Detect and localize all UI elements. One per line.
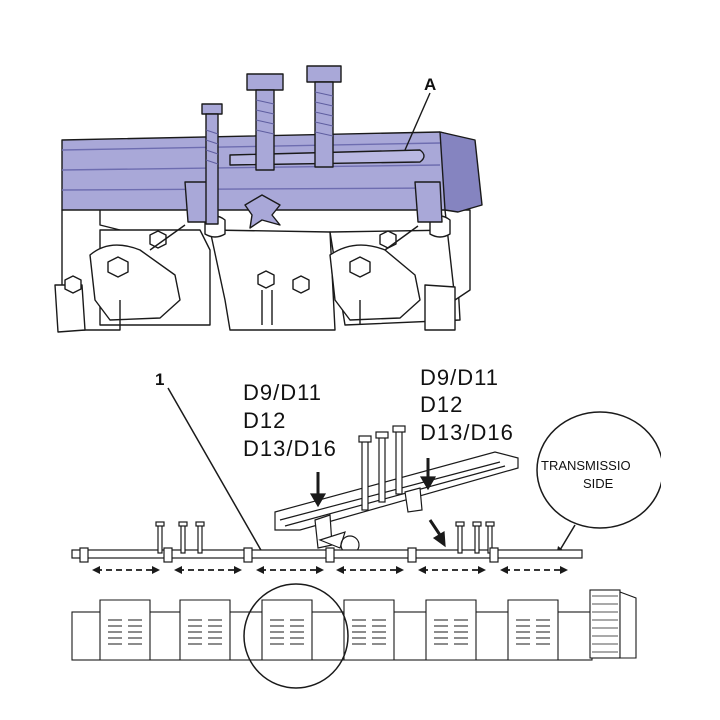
engine-label-right-2: D13/D16 <box>420 420 514 445</box>
engine-label-left-2: D13/D16 <box>243 436 337 461</box>
transmission-side-line-2: SIDE <box>583 476 614 491</box>
engine-label-right-1: D12 <box>420 392 463 417</box>
perspective-tool-detail <box>274 425 519 555</box>
rail-bolts <box>155 521 495 554</box>
tool-bolts <box>201 65 342 225</box>
cylinder-head-side-view <box>71 583 637 689</box>
springs <box>108 619 550 645</box>
engine-label-left-1: D12 <box>243 408 286 433</box>
engine-label-right-0: D9/D11 <box>420 365 499 390</box>
rail-assembly <box>71 521 583 574</box>
callout-1-leader <box>167 387 263 553</box>
rail-clamps <box>79 547 499 563</box>
cylinder-head <box>54 204 471 333</box>
top-detail-illustration <box>54 65 483 333</box>
highlight-circle <box>243 583 349 689</box>
engine-labels-right: D9/D11 D12 D13/D16 <box>420 365 514 445</box>
callout-a-leader <box>404 92 431 151</box>
engine-label-left-0: D9/D11 <box>243 380 322 405</box>
flywheel-housing <box>589 589 637 659</box>
transmission-side-bubble: TRANSMISSIO SIDE <box>536 405 720 556</box>
tool-a-bar <box>61 131 483 229</box>
engine-labels-left: D9/D11 D12 D13/D16 <box>243 380 337 461</box>
transmission-side-line-1: TRANSMISSIO <box>541 458 631 473</box>
valve-groups <box>99 599 559 661</box>
callout-1-label: 1 <box>155 370 164 389</box>
callout-a-label: A <box>424 75 436 94</box>
